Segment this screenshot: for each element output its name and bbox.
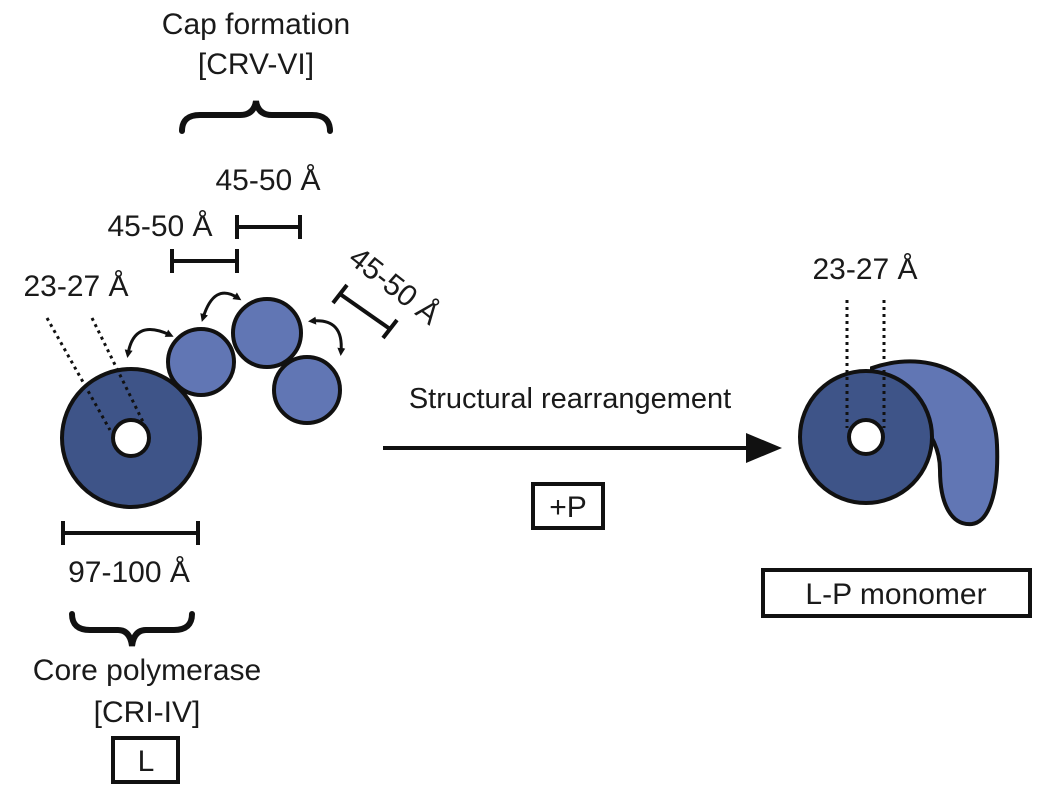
core-hole bbox=[111, 418, 151, 458]
cap-domain-1 bbox=[166, 327, 236, 397]
cap-formation-brace bbox=[179, 100, 333, 134]
flex-arrow-cap2-cap3 bbox=[308, 316, 346, 356]
monomer-hole-dimension-label: 23-27 Å bbox=[812, 253, 917, 286]
protein-l-label: L bbox=[138, 745, 155, 778]
cap-domain-dimension-diagonal-label: 45-50 Å bbox=[343, 241, 446, 332]
cap-domain-2 bbox=[231, 297, 303, 369]
rearrangement-label: Structural rearrangement bbox=[409, 383, 731, 415]
core-diameter-bar bbox=[61, 521, 200, 545]
core-polymerase-brace bbox=[69, 611, 195, 647]
cap-domain-dimension-mid-label: 45-50 Å bbox=[107, 210, 212, 243]
phosphoprotein-box bbox=[531, 482, 605, 530]
flex-arrow-cap1-cap2 bbox=[200, 291, 242, 322]
flexibility-arrows bbox=[124, 291, 346, 358]
core-polymerase-title: Core polymerase bbox=[33, 654, 261, 687]
core-diameter-label: 97-100 Å bbox=[68, 556, 190, 589]
monomer-core-ring bbox=[798, 369, 934, 505]
cap-domain-dimension-top-bar bbox=[235, 215, 302, 239]
lp-monomer-label: L-P monomer bbox=[805, 578, 986, 611]
protein-l-box bbox=[111, 736, 180, 784]
cap-formation-subtitle: [CRV-VI] bbox=[198, 48, 314, 81]
core-polymerase-subtitle: [CRI-IV] bbox=[94, 696, 201, 729]
monomer-hole-guides bbox=[845, 300, 886, 428]
monomer-core-hole bbox=[847, 418, 885, 456]
phosphoprotein-label: +P bbox=[549, 491, 587, 524]
core-ring bbox=[60, 367, 202, 509]
lp-monomer-box bbox=[761, 568, 1032, 618]
core-hole-dimension-label: 23-27 Å bbox=[23, 270, 128, 303]
cap-domain-dimension-top-label: 45-50 Å bbox=[215, 164, 320, 197]
rearrangement-arrow bbox=[383, 433, 782, 463]
cap-formation-title: Cap formation bbox=[162, 8, 350, 41]
flex-arrow-core-cap1 bbox=[124, 328, 174, 358]
core-hole-guides bbox=[45, 317, 150, 433]
cap-domain-3 bbox=[272, 355, 342, 425]
cap-domain-dimension-diagonal-bar bbox=[331, 283, 399, 340]
cap-domain-dimension-mid-bar bbox=[170, 249, 239, 273]
